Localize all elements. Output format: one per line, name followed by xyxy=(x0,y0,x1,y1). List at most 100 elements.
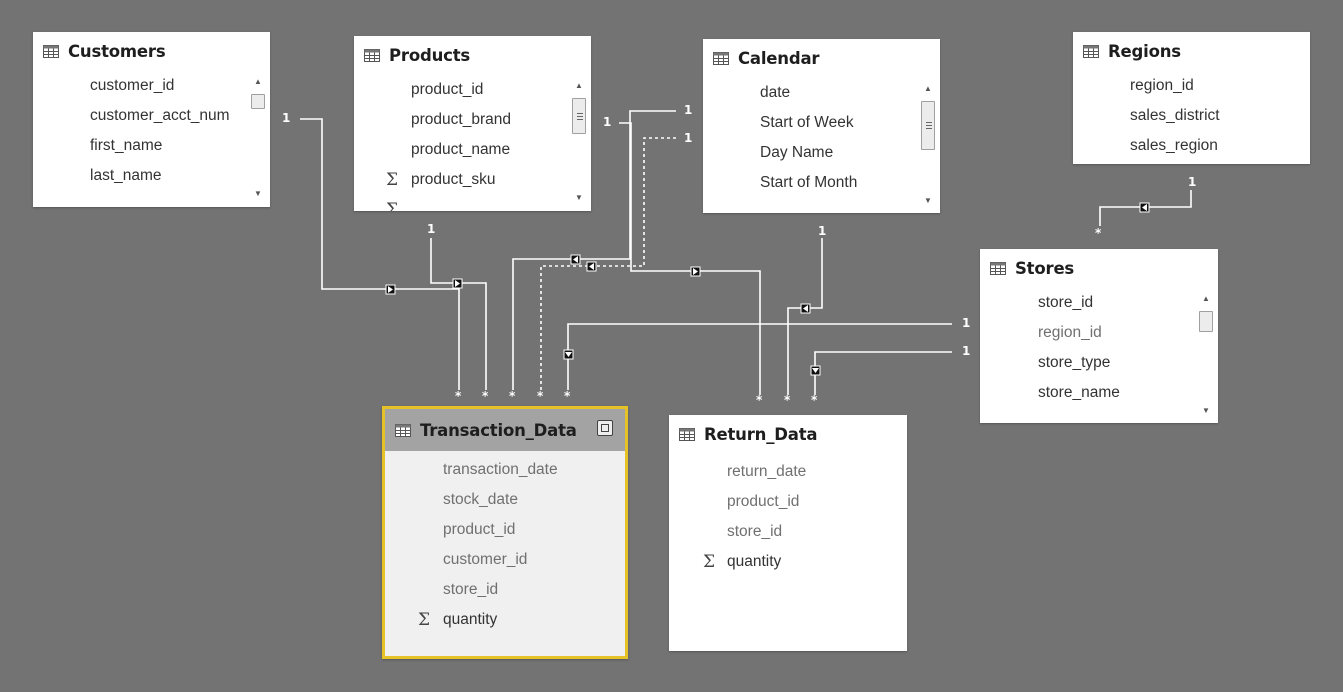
table-grid-icon xyxy=(1083,44,1099,58)
table-title: Customers xyxy=(68,41,166,61)
field-list-scrollbar[interactable]: ▲ ▼ xyxy=(570,78,588,206)
scrollbar-thumb[interactable] xyxy=(572,98,586,134)
field-store-id[interactable]: store_id xyxy=(1038,294,1094,311)
table-header-regions[interactable]: Regions xyxy=(1073,32,1310,70)
scroll-down-icon[interactable]: ▼ xyxy=(254,189,262,198)
field-list-scrollbar[interactable]: ▲ ▼ xyxy=(919,81,937,209)
relationship-stores-return xyxy=(814,351,952,395)
field-store-id[interactable]: store_id xyxy=(443,581,499,598)
collapse-icon[interactable] xyxy=(597,420,613,436)
field-region-id[interactable]: region_id xyxy=(1038,324,1102,341)
table-card-customers[interactable]: Customers customer_id customer_acct_num … xyxy=(33,32,270,207)
sigma-sum-icon: Σ xyxy=(418,610,431,630)
cardinality-many-label: * xyxy=(811,393,818,407)
field-store-name[interactable]: store_name xyxy=(1038,384,1120,401)
field-stock-date[interactable]: stock_date xyxy=(443,491,518,508)
field-partial-row: Σ xyxy=(354,195,591,211)
cardinality-many-label: * xyxy=(784,393,791,407)
table-card-transaction-data[interactable]: Transaction_Data transaction_date stock_… xyxy=(382,406,628,659)
field-product-id[interactable]: product_id xyxy=(411,81,484,98)
cardinality-many-label: * xyxy=(1095,226,1102,240)
table-card-return-data[interactable]: Return_Data return_date product_id store… xyxy=(669,415,907,651)
scrollbar-thumb[interactable] xyxy=(1199,311,1213,332)
scroll-up-icon[interactable]: ▲ xyxy=(1202,294,1210,303)
relationship-calendar-transaction xyxy=(512,110,676,390)
table-grid-icon xyxy=(713,51,729,65)
table-grid-icon xyxy=(679,427,695,441)
scroll-down-icon[interactable]: ▼ xyxy=(575,193,583,202)
field-sales-region[interactable]: sales_region xyxy=(1130,137,1218,154)
cardinality-one-label: 1 xyxy=(282,111,291,125)
field-store-id[interactable]: store_id xyxy=(727,523,783,540)
field-store-type[interactable]: store_type xyxy=(1038,354,1111,371)
cardinality-many-label: * xyxy=(756,393,763,407)
field-product-name[interactable]: product_name xyxy=(411,141,511,158)
field-start-of-month[interactable]: Start of Month xyxy=(760,174,858,191)
table-title: Products xyxy=(389,45,471,65)
table-header-transaction-data[interactable]: Transaction_Data xyxy=(385,409,625,451)
relationship-customers-transaction xyxy=(300,118,460,390)
cardinality-one-label: 1 xyxy=(684,131,693,145)
table-card-regions[interactable]: Regions region_id sales_district sales_r… xyxy=(1073,32,1310,164)
field-quantity[interactable]: Σ quantity xyxy=(385,605,625,635)
scrollbar-thumb[interactable] xyxy=(921,101,935,150)
field-quantity[interactable]: Σ quantity xyxy=(669,547,907,577)
field-region-id[interactable]: region_id xyxy=(1130,77,1194,94)
field-product-sku[interactable]: Σ product_sku xyxy=(354,165,591,195)
sigma-sum-icon: Σ xyxy=(703,552,716,572)
cardinality-one-label: 1 xyxy=(962,344,971,358)
field-product-brand[interactable]: product_brand xyxy=(411,111,511,128)
table-header-customers[interactable]: Customers xyxy=(33,32,270,70)
field-customer-id[interactable]: customer_id xyxy=(90,77,175,94)
scroll-down-icon[interactable]: ▼ xyxy=(1202,406,1210,415)
sigma-sum-icon: Σ xyxy=(386,170,399,190)
table-title: Calendar xyxy=(738,48,820,68)
scroll-up-icon[interactable]: ▲ xyxy=(575,81,583,90)
cardinality-many-label: * xyxy=(537,389,544,403)
field-last-name[interactable]: last_name xyxy=(90,167,162,184)
table-title: Transaction_Data xyxy=(420,420,577,440)
table-grid-icon xyxy=(43,44,59,58)
table-card-stores[interactable]: Stores store_id region_id store_type sto… xyxy=(980,249,1218,423)
cardinality-many-label: * xyxy=(509,389,516,403)
table-header-products[interactable]: Products xyxy=(354,36,591,74)
field-return-date[interactable]: return_date xyxy=(727,463,807,480)
scroll-down-icon[interactable]: ▼ xyxy=(924,196,932,205)
field-product-id[interactable]: product_id xyxy=(443,521,516,538)
scroll-up-icon[interactable]: ▲ xyxy=(254,77,262,86)
field-day-name[interactable]: Day Name xyxy=(760,144,834,161)
table-grid-icon xyxy=(395,423,411,437)
table-grid-icon xyxy=(364,48,380,62)
table-title: Return_Data xyxy=(704,424,818,444)
table-card-calendar[interactable]: Calendar date Start of Week Day Name Sta… xyxy=(703,39,940,213)
field-start-of-week[interactable]: Start of Week xyxy=(760,114,854,131)
field-sales-district[interactable]: sales_district xyxy=(1130,107,1220,124)
field-first-name[interactable]: first_name xyxy=(90,137,163,154)
sigma-sum-icon: Σ xyxy=(386,200,399,211)
field-transaction-date[interactable]: transaction_date xyxy=(443,461,558,478)
table-header-return-data[interactable]: Return_Data xyxy=(669,415,907,453)
field-customer-id[interactable]: customer_id xyxy=(443,551,528,568)
table-card-products[interactable]: Products product_id product_brand produc… xyxy=(354,36,591,211)
table-title: Regions xyxy=(1108,41,1181,61)
field-list-scrollbar[interactable]: ▲ ▼ xyxy=(1197,291,1215,419)
cardinality-one-label: 1 xyxy=(1188,175,1197,189)
field-list-scrollbar[interactable]: ▲ ▼ xyxy=(249,74,267,202)
table-title: Stores xyxy=(1015,258,1075,278)
field-label: quantity xyxy=(443,611,498,628)
cardinality-one-label: 1 xyxy=(427,222,436,236)
field-date[interactable]: date xyxy=(760,84,791,101)
cardinality-many-label: * xyxy=(564,389,571,403)
cardinality-one-label: 1 xyxy=(603,115,612,129)
cardinality-many-label: * xyxy=(455,389,462,403)
scrollbar-thumb[interactable] xyxy=(251,94,265,109)
cardinality-one-label: 1 xyxy=(684,103,693,117)
table-header-calendar[interactable]: Calendar xyxy=(703,39,940,77)
field-customer-acct-num[interactable]: customer_acct_num xyxy=(90,107,230,124)
field-product-id[interactable]: product_id xyxy=(727,493,800,510)
cardinality-one-label: 1 xyxy=(962,316,971,330)
scroll-up-icon[interactable]: ▲ xyxy=(924,84,932,93)
cardinality-many-label: * xyxy=(482,389,489,403)
table-header-stores[interactable]: Stores xyxy=(980,249,1218,287)
